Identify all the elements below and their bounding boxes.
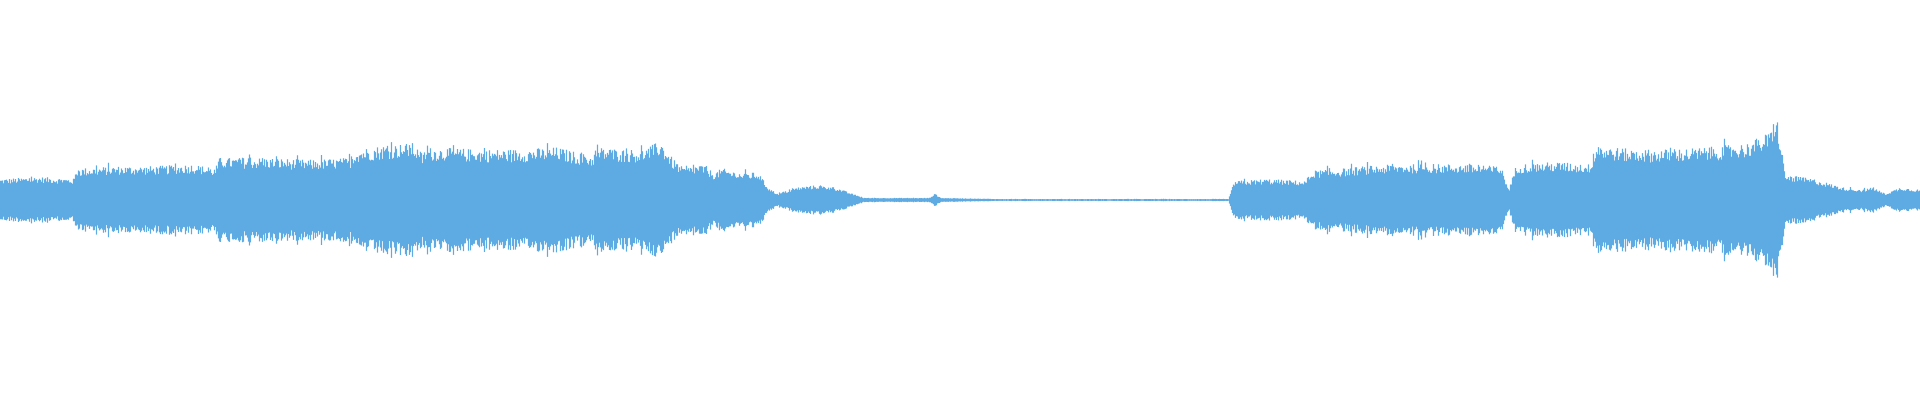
waveform-path <box>0 122 1920 278</box>
